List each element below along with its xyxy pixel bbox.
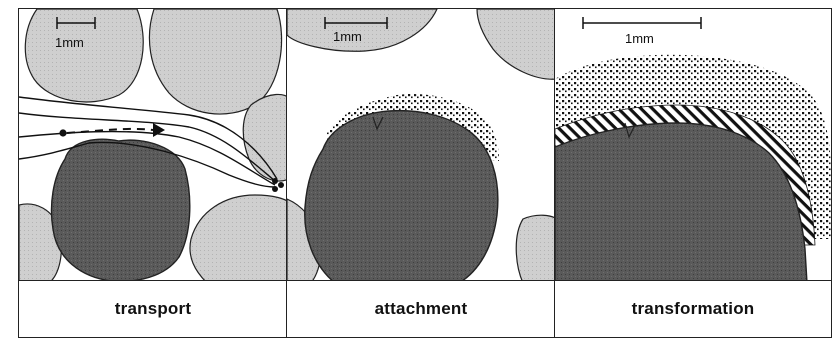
caption-text: attachment: [375, 299, 468, 319]
caption-text: transformation: [632, 299, 755, 319]
scale-label: 1mm: [333, 29, 362, 44]
scale-label: 1mm: [55, 35, 84, 50]
grain-top-right: [477, 9, 556, 79]
transport-illustration: 1mm: [19, 9, 288, 283]
scale-bar: 1mm: [583, 17, 701, 46]
panel-transformation: 1mm transformation: [554, 8, 832, 338]
caption-attachment: attachment: [287, 280, 555, 337]
collector-grain: [305, 111, 498, 283]
scale-label: 1mm: [625, 31, 654, 46]
panel-transport: 1mm transport: [18, 8, 288, 338]
grain-bottom-right: [190, 195, 288, 283]
panel-attachment: 1mm attachment: [286, 8, 556, 338]
collector-grain: [52, 139, 190, 281]
grain-top-left: [287, 9, 437, 51]
caption-transformation: transformation: [555, 280, 831, 337]
attachment-illustration: 1mm: [287, 9, 556, 283]
caption-text: transport: [115, 299, 191, 319]
grain-bottom-right: [516, 215, 556, 283]
transformation-illustration: 1mm: [555, 9, 832, 283]
caption-transport: transport: [19, 280, 287, 337]
grain-right: [243, 94, 288, 181]
